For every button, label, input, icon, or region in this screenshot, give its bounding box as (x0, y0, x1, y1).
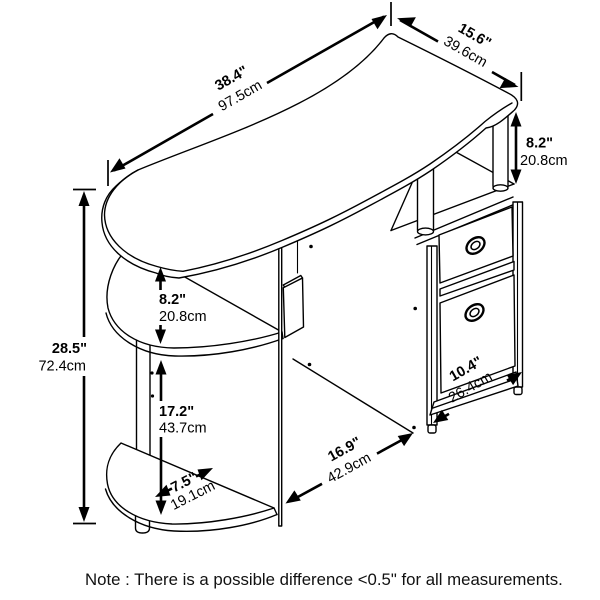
dim-cabinet-width: 10.4" 26.4cm (433, 354, 522, 423)
bottom-bin-drawer (439, 274, 516, 394)
screw-holes-dot-1 (309, 244, 313, 249)
screw-holes-dot-5 (413, 306, 418, 311)
screw-holes (150, 244, 418, 430)
screw-holes-dot-6 (412, 425, 416, 430)
dim-leg-space-width-arrowhead-1 (285, 490, 301, 504)
dim-left-shelf-clearance-arrowhead-1 (155, 267, 166, 282)
panel-bracket-shape-2 (282, 277, 305, 339)
dim-corner-shelf-depth-arrowhead-2 (197, 468, 213, 481)
dim-leg-space-width-dimension-line-2 (376, 438, 404, 455)
dim-cabinet-width-dimension-line-2 (506, 376, 513, 382)
panel-bracket (282, 274, 305, 339)
middle-panel-edge-board-1 (278, 244, 283, 527)
dim-right-shelf-clearance-arrowhead-2 (510, 169, 522, 184)
cabinet-left-rail (426, 245, 438, 434)
dim-shelf-spacing-arrowhead-2 (155, 500, 167, 515)
dim-label-right-clearance-cm: 20.8cm (520, 153, 568, 169)
middle-corner-shelf-outline-2 (105, 312, 284, 357)
dim-total-height-arrowhead-1 (78, 191, 90, 206)
dim-leg-space-width-dimension-line-1 (295, 482, 323, 500)
dim-right-shelf-clearance-arrowhead-1 (510, 112, 522, 127)
top-bin-grommet (465, 236, 486, 255)
dim-corner-shelf-depth-dimension-line-1 (165, 487, 173, 493)
cabinet-bottom-board-line-1 (432, 377, 518, 409)
dim-cabinet-width-dimension-line-1 (442, 412, 450, 419)
dim-cabinet-width-arrowhead-2 (506, 372, 522, 386)
dim-corner-shelf-depth: 7.5" 19.1cm (155, 468, 218, 514)
dim-right-shelf-clearance: 8.2" 20.8cm (510, 112, 568, 184)
bottom-bin-grommet (464, 303, 485, 322)
cabinet-bottom-board (429, 371, 519, 416)
screw-holes-dot-2 (307, 362, 312, 367)
top-bin-grommet-ellipse-2 (470, 240, 481, 251)
dim-desktop-width-arrowhead-2 (371, 15, 387, 30)
dim-corner-shelf-depth-arrowhead-1 (155, 484, 171, 497)
cabinet-top-board-line-4 (390, 182, 413, 232)
cabinet-mid-shelf-edge (439, 260, 515, 297)
dimension-annotations: 38.4" 97.5cm 15.6" 39.6cm 8.2" 20.8cm (38, 2, 568, 525)
dim-label-total-height-inch: 28.5" (52, 341, 87, 357)
bottom-bin-grommet-ellipse-2 (469, 307, 480, 318)
cabinet-right-rail-board-2 (513, 386, 523, 396)
desktop-front-edge (103, 102, 513, 272)
measurement-note: Note : There is a possible difference <0… (85, 570, 563, 589)
dim-leg-space-width: 16.9" 42.9cm (285, 433, 413, 504)
dim-leg-space-width-labels: 16.9" 42.9cm (325, 434, 374, 487)
dim-label-total-height-cm: 72.4cm (38, 359, 86, 375)
dim-total-height-arrowhead-2 (78, 507, 90, 522)
dim-desktop-depth-arrowhead-2 (499, 78, 519, 89)
dim-desktop-width-dimension-line-1 (113, 112, 214, 172)
screw-holes-dot-3 (150, 371, 154, 375)
front-support-post-ellipse-1 (416, 227, 435, 236)
dim-left-shelf-clearance-arrowhead-2 (155, 329, 166, 344)
dim-label-right-clearance-inch: 8.2" (526, 136, 553, 152)
rear-support-post-ellipse-1 (492, 184, 509, 192)
cabinet-left-rail-board-2 (427, 424, 437, 434)
desktop-top (101, 33, 519, 279)
cabinet-top-board-line-1 (390, 183, 515, 232)
dim-label-left-clearance-cm: 20.8cm (159, 309, 207, 325)
dim-label-left-clearance-inch: 8.2" (159, 292, 186, 308)
dim-cabinet-width-arrowhead-1 (433, 409, 449, 423)
drawer-cabinet (426, 201, 524, 434)
bottom-corner-shelf-outline-1 (105, 442, 275, 525)
dim-desktop-width-dimension-line-2 (266, 15, 385, 85)
dim-desktop-width-arrowhead-1 (110, 158, 126, 173)
desk-drawing (101, 33, 524, 534)
dim-shelf-spacing-arrowhead-1 (155, 360, 167, 375)
bottom-corner-shelf-outline-2 (104, 488, 278, 533)
floor-edge-line (292, 358, 414, 434)
bottom-corner-shelf-line-1 (273, 507, 278, 516)
dim-leg-space-width-arrowhead-2 (397, 433, 413, 447)
dim-corner-shelf-depth-dimension-line-2 (195, 472, 203, 478)
bottom-bin-drawer-shape-1 (439, 274, 516, 394)
dim-label-shelf-spacing-inch: 17.2" (159, 404, 194, 420)
bottom-corner-shelf (104, 442, 278, 533)
dim-left-shelf-clearance: 8.2" 20.8cm (155, 267, 207, 344)
dim-desktop-depth-arrowhead-1 (397, 17, 416, 28)
dim-total-height: 28.5" 72.4cm (38, 188, 96, 525)
dim-desktop-width-labels: 38.4" 97.5cm (212, 63, 265, 115)
desktop (101, 33, 519, 279)
screw-holes-dot-4 (150, 394, 155, 398)
dim-label-shelf-spacing-cm: 43.7cm (159, 421, 207, 437)
top-bin-drawer (438, 206, 514, 284)
